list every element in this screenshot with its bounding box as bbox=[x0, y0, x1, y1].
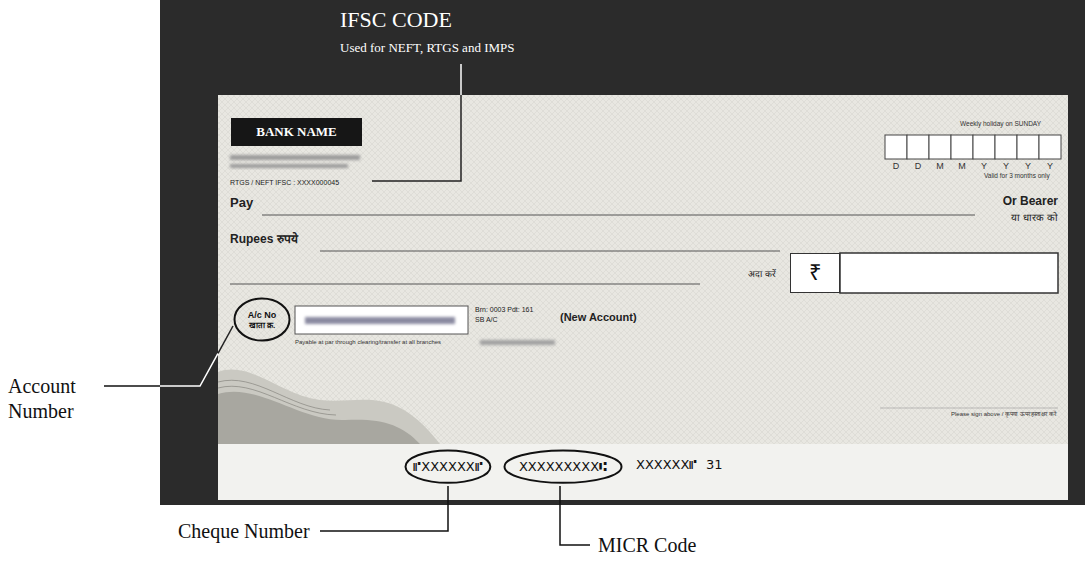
highlight-ring bbox=[505, 451, 622, 483]
leader-line bbox=[218, 326, 233, 353]
leader-line bbox=[320, 486, 448, 531]
cheque-print: (New Account) bbox=[560, 311, 637, 324]
cheque-print: Please sign above / कृपया ऊपर हस्ताक्षर … bbox=[951, 411, 1056, 418]
cheque-print: Y bbox=[995, 161, 1017, 171]
blurred-address bbox=[230, 164, 348, 168]
annotation-label: Account Number bbox=[8, 374, 100, 424]
box-text: BANK NAME bbox=[256, 125, 337, 140]
highlighted-text: खाता क्र. bbox=[249, 321, 275, 330]
account-label-ellipse: A/c Noखाता क्र. bbox=[233, 297, 291, 342]
highlighted-text: A/c No bbox=[248, 310, 277, 320]
cheque-number-ellipse: ⑈XXXXXX⑈ bbox=[404, 449, 492, 484]
cheque-print: अदा करें bbox=[748, 269, 776, 279]
amount-box bbox=[840, 253, 1058, 293]
amount-line bbox=[320, 251, 780, 252]
date-box bbox=[907, 135, 929, 159]
cheque-print: 31 bbox=[706, 458, 723, 473]
annotation-label: MICR Code bbox=[598, 533, 696, 558]
blurred-address bbox=[230, 155, 360, 160]
cheque-print: Brn: 0003 Pdt: 161 bbox=[475, 306, 533, 314]
cheque-print: Payable at par through clearing/transfer… bbox=[295, 339, 441, 346]
cheque-pattern bbox=[218, 95, 1068, 444]
dark-frame bbox=[160, 0, 1085, 505]
micr-band bbox=[218, 444, 1068, 500]
blurred-account-number bbox=[305, 317, 455, 324]
cheque-print: Pay bbox=[230, 196, 253, 211]
date-box bbox=[995, 135, 1017, 159]
cheque-print: RTGS / NEFT IFSC : XXXX000045 bbox=[230, 179, 339, 187]
leader-line bbox=[104, 385, 160, 387]
wave-lines bbox=[218, 380, 336, 415]
date-box bbox=[973, 135, 995, 159]
account-number-box bbox=[295, 306, 468, 334]
cheque-print: M bbox=[951, 161, 973, 171]
highlighted-text: ⑈XXXXXX⑈ bbox=[413, 460, 482, 475]
highlight-ring bbox=[235, 299, 290, 341]
cheque-print: Y bbox=[1017, 161, 1039, 171]
cheque-print: Or Bearer bbox=[1003, 195, 1058, 209]
cheque-print: M bbox=[929, 161, 951, 171]
cheque-print: D bbox=[907, 161, 929, 171]
cheque-print: SB A/C bbox=[475, 316, 498, 324]
blurred-branch bbox=[480, 340, 555, 345]
cheque-print: Y bbox=[973, 161, 995, 171]
cheque-print: Rupees रुपये bbox=[230, 233, 298, 247]
annotation-label: IFSC CODE bbox=[340, 6, 452, 34]
payee-line bbox=[262, 215, 975, 216]
cheque-print: Valid for 3 months only bbox=[984, 172, 1050, 179]
date-box bbox=[951, 135, 973, 159]
cheque-print: या धारक को bbox=[1011, 212, 1058, 224]
date-box bbox=[1039, 135, 1061, 159]
cheque-print: Weekly holiday on SUNDAY bbox=[960, 120, 1041, 127]
leader-line bbox=[160, 353, 218, 386]
box-text: ₹ bbox=[809, 260, 822, 285]
cheque-paper bbox=[218, 95, 1068, 500]
leader-line bbox=[560, 486, 590, 545]
micr-code-ellipse: XXXXXXXXX⑆ bbox=[503, 449, 623, 484]
cheque-leaf: BANK NAME ₹ A/c Noखाता क्र. ⑈XXXXXX⑈ XXXXXXX… bbox=[218, 95, 1068, 500]
leader-line bbox=[372, 95, 461, 181]
highlighted-text: XXXXXXXXX⑆ bbox=[519, 460, 607, 475]
date-box bbox=[885, 135, 907, 159]
cheque-print: D bbox=[885, 161, 907, 171]
leader-line bbox=[460, 64, 462, 95]
date-box bbox=[929, 135, 951, 159]
wave-graphic bbox=[218, 370, 440, 444]
annotation-label: Used for NEFT, RTGS and IMPS bbox=[340, 40, 514, 56]
date-box bbox=[1017, 135, 1039, 159]
cheque-print: XXXXXX⑈ bbox=[636, 458, 697, 473]
rupee-box: ₹ bbox=[790, 253, 840, 293]
highlight-ring bbox=[406, 451, 491, 483]
cheque-print: Y bbox=[1039, 161, 1061, 171]
amount-line bbox=[230, 284, 700, 285]
bank-name-box: BANK NAME bbox=[231, 118, 362, 146]
wave-graphic bbox=[218, 392, 420, 444]
signature-line bbox=[880, 408, 1058, 409]
annotation-label: Cheque Number bbox=[178, 519, 310, 544]
